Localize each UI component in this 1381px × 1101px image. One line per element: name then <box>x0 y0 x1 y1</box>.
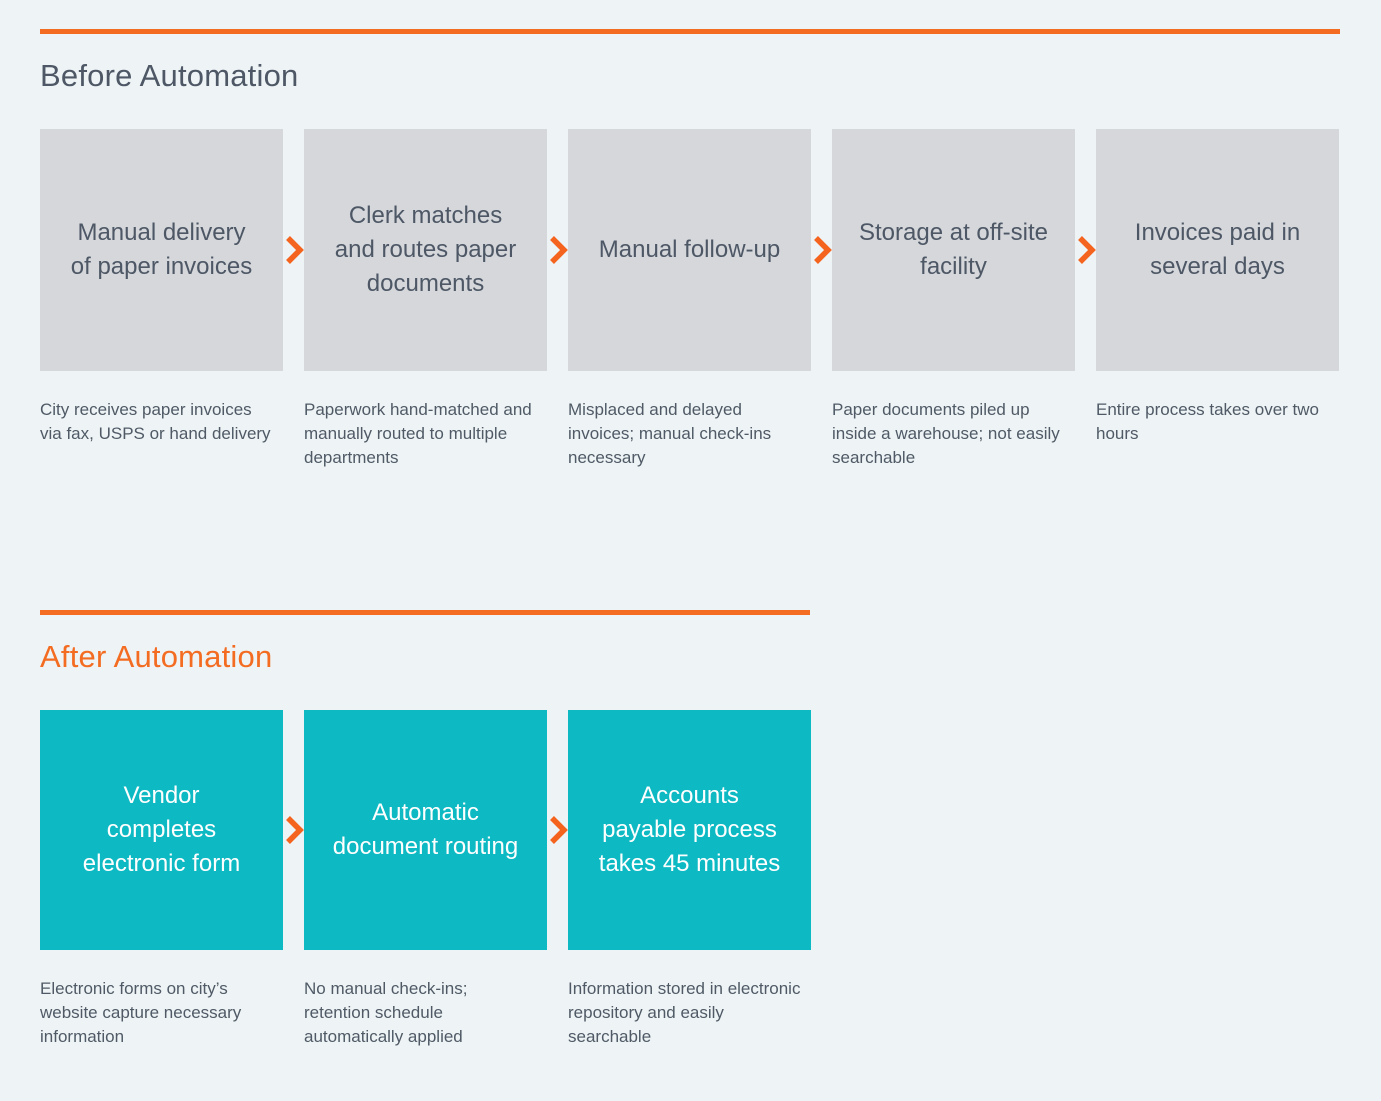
step-box-manual-follow-up: Manual follow-up <box>568 129 811 371</box>
step-caption: Paperwork hand-matched and manually rout… <box>304 400 532 467</box>
section-after-automation: After Automation Vendor completes electr… <box>40 610 1341 1049</box>
step-box-label: Manual delivery of paper invoices <box>70 219 253 280</box>
after-captions-row: Electronic forms on city’s website captu… <box>40 977 1341 1049</box>
step-box-label: Vendor completes electronic form <box>82 782 241 877</box>
before-captions-row: City receives paper invoices via fax, US… <box>40 398 1341 470</box>
chevron-right-icon <box>547 234 568 266</box>
step-box-vendor-form: Vendor completes electronic form <box>40 710 283 950</box>
before-flow-row: Manual delivery of paper invoices Clerk … <box>40 129 1341 371</box>
step-caption: Misplaced and delayed invoices; manual c… <box>568 400 772 467</box>
after-automation-title: After Automation <box>40 639 273 674</box>
step-box-label: Automatic document routing <box>332 799 519 860</box>
step-caption: No manual check-ins; retention schedule … <box>304 979 468 1046</box>
step-box-manual-delivery: Manual delivery of paper invoices <box>40 129 283 371</box>
step-box-off-site-storage: Storage at off-site facility <box>832 129 1075 371</box>
step-box-ap-45-minutes: Accounts payable process takes 45 minute… <box>568 710 811 950</box>
step-box-clerk-matches: Clerk matches and routes paper documents <box>304 129 547 371</box>
step-caption: Electronic forms on city’s website captu… <box>40 979 242 1046</box>
step-box-label: Storage at off-site facility <box>859 219 1048 280</box>
step-caption: Paper documents piled up inside a wareho… <box>832 400 1060 467</box>
after-section-rule <box>40 610 810 615</box>
chevron-right-icon <box>547 814 568 846</box>
step-box-invoices-paid: Invoices paid in several days <box>1096 129 1339 371</box>
step-caption: Information stored in electronic reposit… <box>568 979 801 1046</box>
section-before-automation: Before Automation Manual delivery of pap… <box>40 29 1341 470</box>
before-section-rule <box>40 29 1340 34</box>
chevron-right-icon <box>1075 234 1096 266</box>
step-caption: Entire process takes over two hours <box>1096 400 1319 443</box>
step-box-label: Invoices paid in several days <box>1134 219 1301 280</box>
step-caption: City receives paper invoices via fax, US… <box>40 400 271 443</box>
step-box-automatic-routing: Automatic document routing <box>304 710 547 950</box>
step-box-label: Manual follow-up <box>598 236 781 263</box>
chevron-right-icon <box>283 234 304 266</box>
before-automation-title: Before Automation <box>40 58 299 93</box>
after-flow-row: Vendor completes electronic form Automat… <box>40 710 1341 950</box>
step-box-label: Accounts payable process takes 45 minute… <box>598 782 781 877</box>
chevron-right-icon <box>283 814 304 846</box>
step-box-label: Clerk matches and routes paper documents <box>334 202 517 297</box>
chevron-right-icon <box>811 234 832 266</box>
